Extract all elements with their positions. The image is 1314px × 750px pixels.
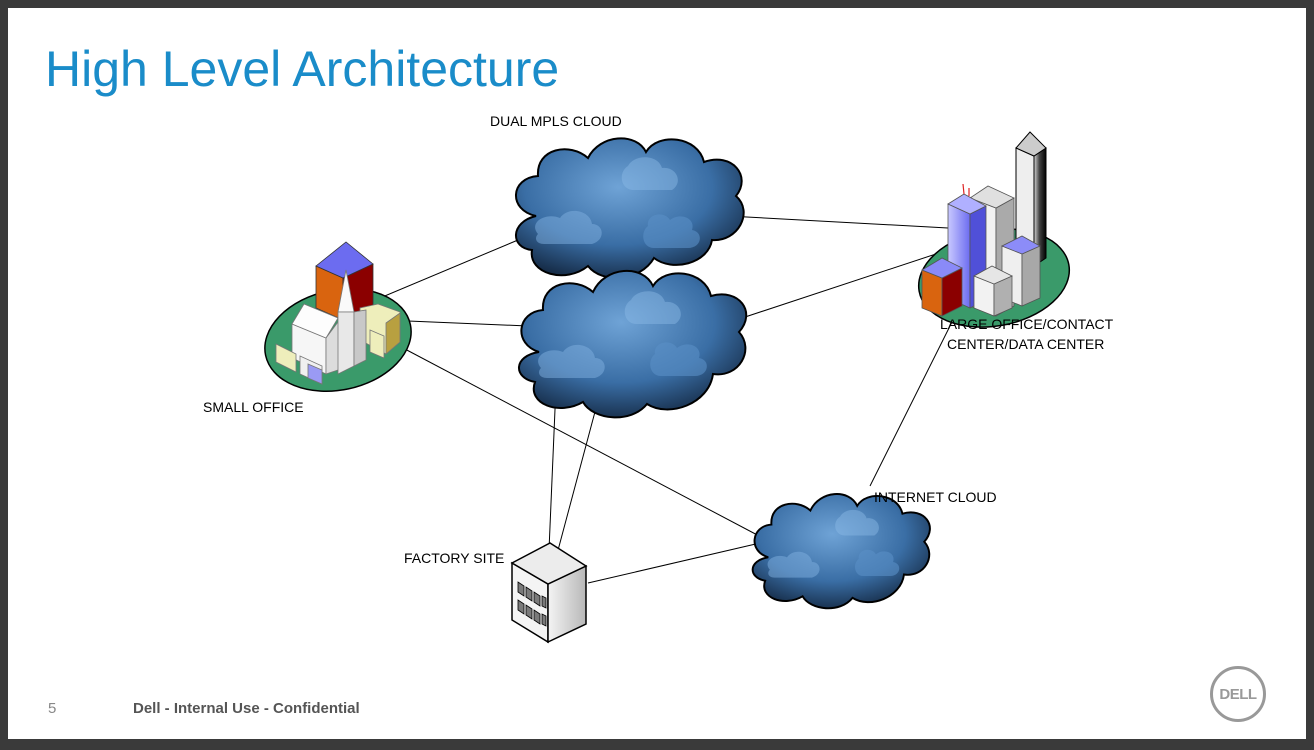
link-small-office-mpls-bottom [407, 320, 529, 327]
mpls-cloud-label: DUAL MPLS CLOUD [490, 113, 622, 129]
slide: High Level Architecture DUAL MPLS CLOUD … [8, 8, 1306, 739]
large-office-buildings-icon [917, 131, 1071, 328]
cloud-icon [518, 270, 748, 419]
large-office-label-line1: LARGE OFFICE/CONTACT [940, 316, 1114, 332]
small-office-label: SMALL OFFICE [203, 399, 304, 415]
link-small-office-mpls-top [379, 239, 519, 299]
page-number: 5 [48, 700, 57, 717]
internet-cloud-label: INTERNET CLOUD [874, 489, 997, 505]
page-title: High Level Architecture [45, 41, 560, 97]
link-mpls-factory-1 [548, 385, 557, 551]
footer-confidential-text: Dell - Internal Use - Confidential [133, 700, 360, 717]
small-office-building-icon [264, 241, 412, 393]
factory-building-icon [510, 542, 588, 644]
link-small-office-internet [402, 347, 764, 539]
large-office-label-line2: CENTER/DATA CENTER [947, 336, 1105, 352]
link-internet-large-office [869, 319, 954, 487]
connection-lines [379, 215, 954, 584]
logo-text: DELL [1219, 685, 1257, 703]
cloud-icon [515, 137, 745, 279]
cloud-icon [751, 493, 931, 610]
dell-logo-icon: DELL [1210, 666, 1266, 722]
link-mpls-bottom-large-office [735, 249, 949, 321]
factory-site-label: FACTORY SITE [404, 550, 505, 566]
link-factory-internet [587, 542, 761, 584]
link-mpls-factory-2 [556, 407, 597, 555]
link-mpls-top-large-office [727, 215, 949, 229]
architecture-diagram [264, 131, 1071, 644]
